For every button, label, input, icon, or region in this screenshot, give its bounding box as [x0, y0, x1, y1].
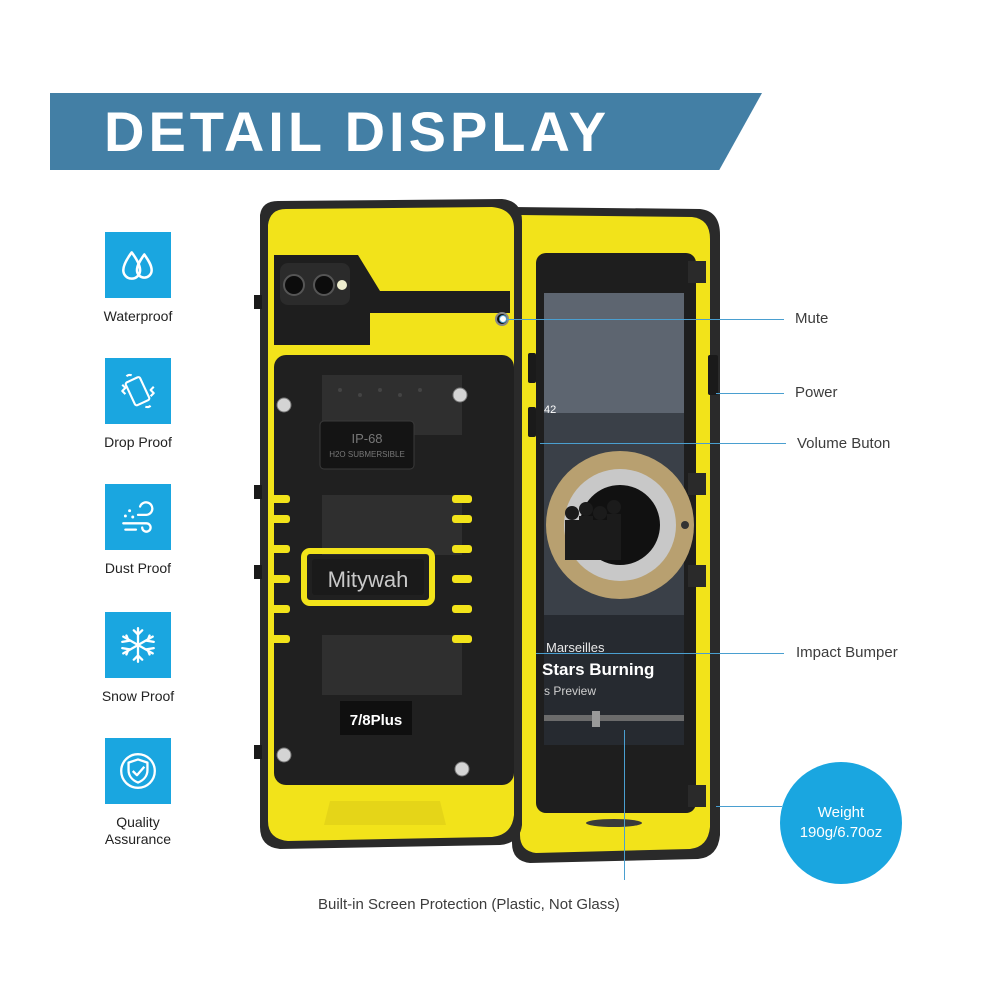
title-banner: DETAIL DISPLAY — [50, 93, 762, 170]
weight-leader-line — [716, 806, 782, 807]
feature-label: Drop Proof — [104, 434, 172, 450]
phone-shake-icon — [105, 358, 171, 424]
banner-title: DETAIL DISPLAY — [104, 100, 611, 163]
impact-bumper-label: Impact Bumper — [796, 644, 898, 661]
screen-protection-label: Built-in Screen Protection (Plastic, Not… — [318, 896, 620, 913]
phone-case-illustration: Marseilles Stars Burning s Preview 42 — [254, 199, 720, 863]
case-back-view: IP-68 H2O SUBMERSIBLE Mitywah 7/8Plus — [254, 199, 522, 849]
feature-label: Quality Assurance — [104, 814, 172, 847]
model-text: 7/8Plus — [350, 712, 403, 729]
feature-snow-proof: Snow Proof — [78, 612, 198, 705]
volume-button — [528, 353, 536, 383]
ip-rating-text: IP-68 — [351, 431, 382, 446]
mute-label: Mute — [795, 310, 829, 327]
power-button — [708, 355, 718, 395]
feature-dust-proof: Dust Proof — [78, 484, 198, 577]
ip-rating-subtext: H2O SUBMERSIBLE — [329, 450, 405, 459]
brand-text: Mitywah — [328, 567, 409, 592]
mute-marker — [499, 315, 507, 323]
water-drops-icon — [105, 232, 171, 298]
screen-leader-line — [624, 730, 625, 880]
volume-leader-line — [540, 443, 786, 444]
shield-check-icon — [105, 738, 171, 804]
screen-time-text: 42 — [544, 404, 556, 416]
screen-preview-text: s Preview — [544, 684, 596, 698]
weight-value: 190g/6.70oz — [799, 824, 883, 841]
weight-badge: Weight 190g/6.70oz — [780, 762, 902, 884]
snowflake-icon — [105, 612, 171, 678]
weight-title: Weight — [817, 804, 865, 821]
power-label: Power — [795, 384, 838, 401]
feature-waterproof: Waterproof — [78, 232, 198, 325]
feature-label: Dust Proof — [104, 560, 172, 576]
screen-track-text: Stars Burning — [542, 660, 654, 679]
volume-label: Volume Buton — [797, 435, 891, 452]
feature-quality-assurance: Quality Assurance — [78, 738, 198, 848]
bumper-leader-line — [536, 653, 784, 654]
screen-album-text: Marseilles — [546, 640, 605, 655]
feature-label: Waterproof — [103, 308, 173, 324]
dust-swirl-icon — [105, 484, 171, 550]
power-leader-line — [716, 393, 784, 394]
case-front-view: Marseilles Stars Burning s Preview 42 — [504, 207, 720, 863]
mute-leader-line — [504, 319, 784, 320]
feature-label: Snow Proof — [101, 688, 175, 704]
feature-drop-proof: Drop Proof — [78, 358, 198, 451]
